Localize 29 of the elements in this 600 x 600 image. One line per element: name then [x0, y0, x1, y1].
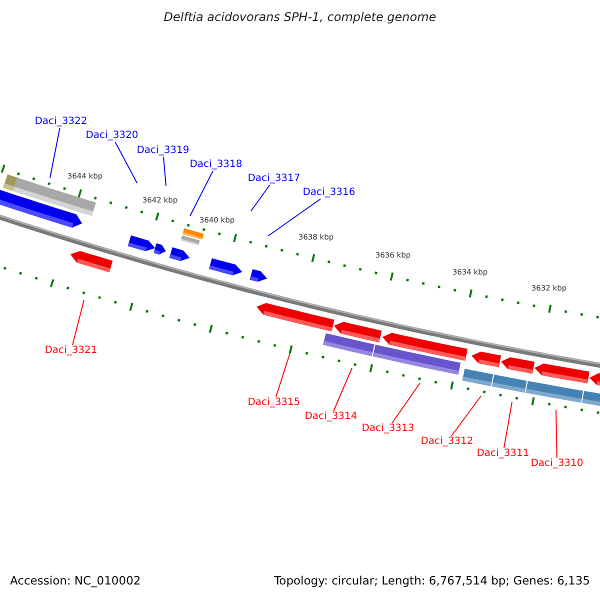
gene-label: Daci_3317: [248, 174, 300, 184]
gene-label: Daci_3321: [44, 346, 98, 356]
gene-label: Daci_3315: [248, 398, 300, 408]
leader-line: [250, 184, 270, 212]
leader-line: [268, 198, 321, 236]
gene-label: Daci_3311: [476, 449, 530, 459]
leader-line: [163, 156, 166, 186]
leader-line: [190, 170, 214, 216]
gene-label: Daci_3312: [420, 437, 474, 447]
gene-label: Daci_3320: [86, 131, 138, 141]
footer-note: Topology: circular; Length: 6,767,514 bp; Genes: 6,135: [274, 575, 590, 587]
leader-line: [114, 142, 138, 184]
gene-label: Daci_3313: [362, 424, 414, 434]
leader-line: [333, 368, 352, 412]
gene-label: Daci_3310: [530, 459, 584, 469]
leader-line: [450, 396, 482, 436]
leader-line: [72, 300, 84, 346]
gene-label: Daci_3318: [190, 160, 242, 170]
gene-label: Daci_3319: [136, 146, 190, 156]
diagram-title: Delftia acidovorans SPH-1, complete genome: [162, 11, 438, 23]
gene-label: Daci_3316: [302, 188, 356, 198]
leader-line: [504, 402, 512, 448]
leader-line: [392, 382, 420, 424]
leader-line: [275, 352, 290, 398]
gene-label: Daci_3314: [304, 412, 358, 422]
leader-line: [556, 410, 558, 458]
gene-label: Daci_3322: [34, 117, 88, 127]
leader-line: [50, 128, 60, 178]
footer-note: Accession: NC_010002: [10, 575, 141, 587]
